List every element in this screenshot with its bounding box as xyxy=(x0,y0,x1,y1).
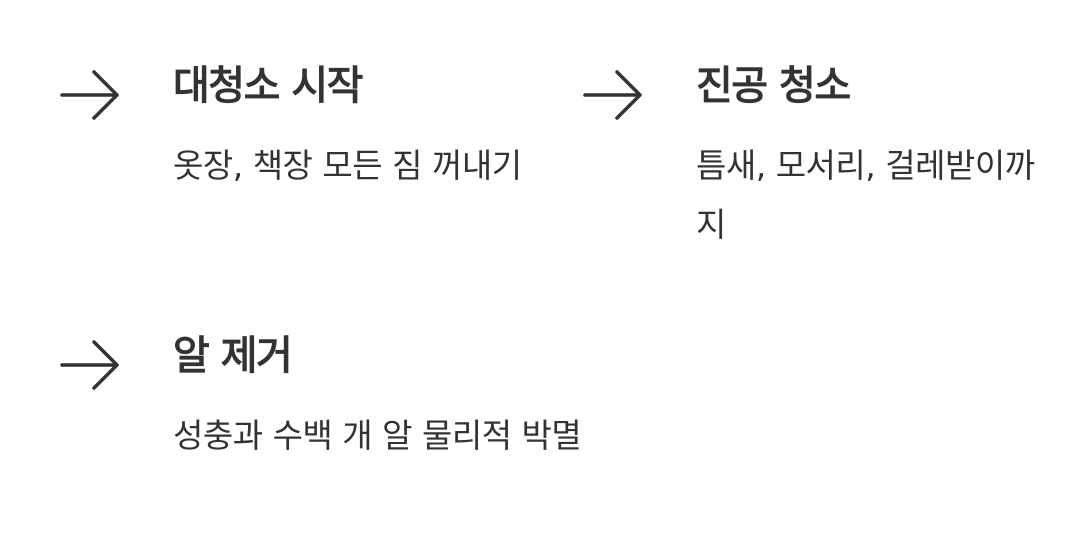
step-description: 옷장, 책장 모든 짐 꺼내기 xyxy=(173,146,522,185)
arrow-right-icon xyxy=(60,338,122,390)
step-description: 틈새, 모서리, 걸레받이까지 xyxy=(696,146,1035,244)
step-content: 진공 청소 틈새, 모서리, 걸레받이까지 xyxy=(696,62,1053,254)
step-item: 알 제거 성충과 수백 개 알 물리적 박멸 xyxy=(60,332,680,465)
step-content: 대청소 시작 옷장, 책장 모든 짐 꺼내기 xyxy=(173,62,540,195)
step-item: 대청소 시작 옷장, 책장 모든 짐 꺼내기 xyxy=(60,62,540,195)
step-item: 진공 청소 틈새, 모서리, 걸레받이까지 xyxy=(583,62,1053,254)
step-title: 대청소 시작 xyxy=(173,63,363,109)
step-description: 성충과 수백 개 알 물리적 박멸 xyxy=(173,416,582,455)
arrow-right-icon xyxy=(60,68,122,120)
step-title: 진공 청소 xyxy=(696,63,851,109)
step-title: 알 제거 xyxy=(173,333,293,379)
arrow-right-icon xyxy=(583,68,645,120)
step-content: 알 제거 성충과 수백 개 알 물리적 박멸 xyxy=(173,332,680,465)
